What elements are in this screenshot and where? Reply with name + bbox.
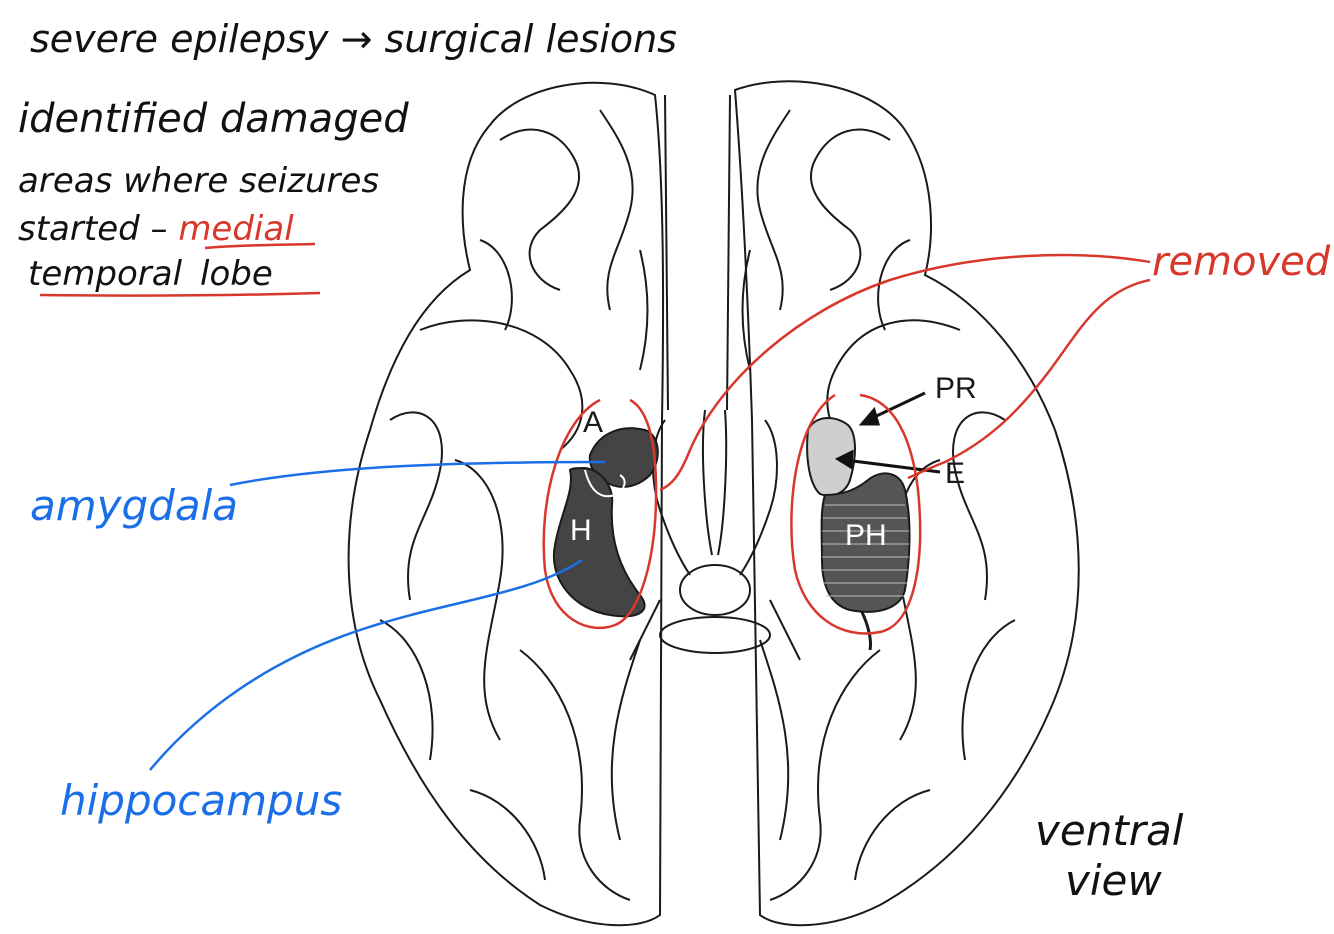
hippocampus-annotation: hippocampus [60, 776, 342, 825]
note-line-4: started – medial [18, 209, 294, 249]
note-line-2: identified damaged [18, 96, 409, 142]
right-medial-temporal [806, 417, 911, 651]
amygdala-pointer [229, 460, 606, 487]
handwritten-notes: severe epilepsy → surgical lesions ident… [18, 17, 1331, 905]
stripe-lines [822, 504, 909, 597]
view-annotation-line2: view [1065, 856, 1162, 905]
removed-annotations [39, 242, 1151, 635]
brain-outline [347, 80, 1080, 927]
blue-annotations [149, 460, 606, 771]
label-PH: PH [845, 519, 887, 552]
removed-connector-right [907, 278, 1151, 480]
label-A: A [583, 406, 603, 439]
removed-connector-left [659, 253, 1151, 492]
label-H: H [570, 514, 592, 547]
parahippocampal-region [820, 472, 911, 613]
left-removal-circle [542, 398, 658, 630]
amygdala-annotation: amygdala [30, 481, 238, 530]
hippocampus-pointer [149, 558, 583, 771]
note-line-3: areas where seizures [18, 161, 379, 201]
left-medial-temporal [552, 427, 659, 618]
view-annotation-line1: ventral [1035, 806, 1184, 855]
region-labels: A H PR E PH [570, 372, 977, 552]
label-E: E [945, 457, 965, 490]
removed-annotation: removed [1152, 239, 1331, 285]
right-removal-circle [790, 393, 922, 635]
right-hemisphere [733, 80, 1080, 927]
hippocampus-region [552, 466, 646, 618]
left-hemisphere [347, 81, 665, 927]
entorhinal-region [806, 417, 856, 497]
note-line-1: severe epilepsy → surgical lesions [30, 17, 677, 61]
label-PR: PR [935, 372, 977, 405]
